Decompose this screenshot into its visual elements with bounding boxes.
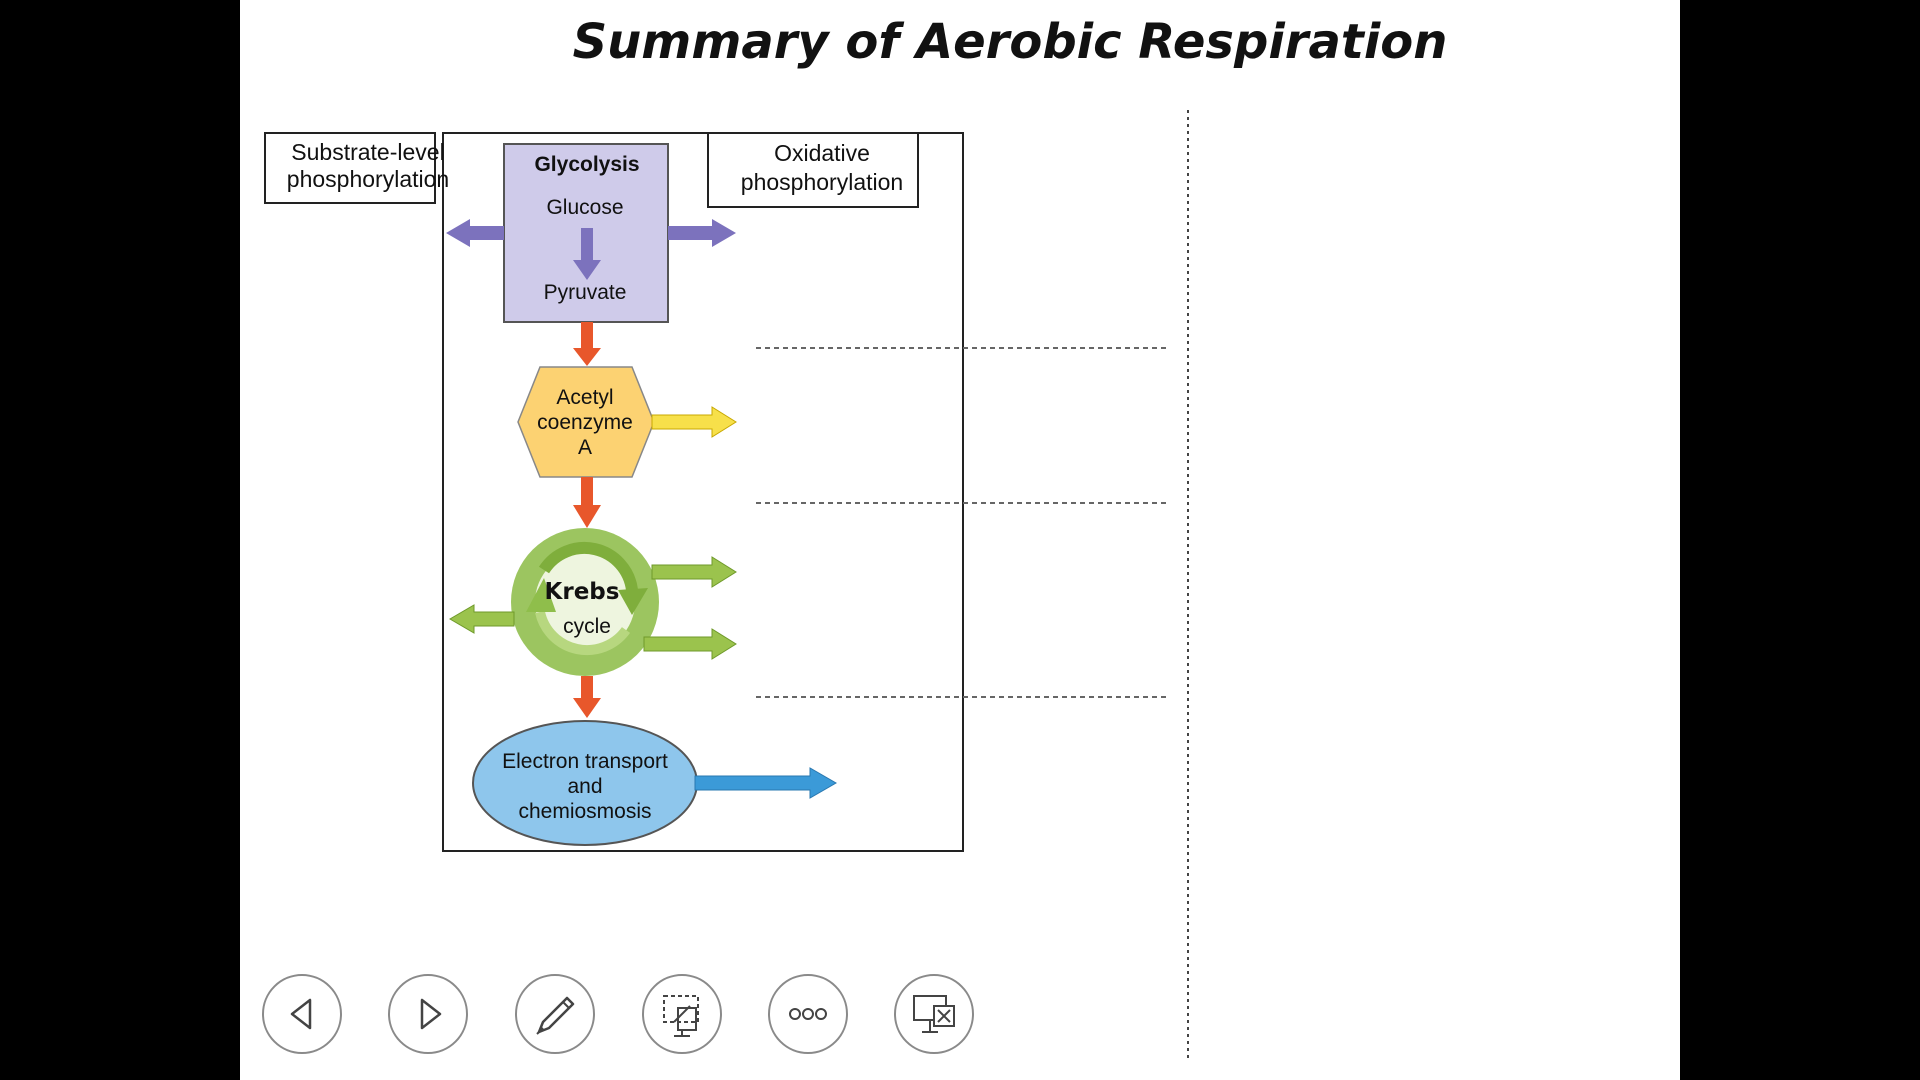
etc-line3: chemiosmosis (518, 800, 651, 823)
more-icon (789, 1008, 827, 1020)
glycolysis-title: Glycolysis (534, 153, 639, 176)
slide-title: Summary of Aerobic Respiration (572, 14, 1448, 70)
krebs-cycle-arrow-bottom (535, 610, 631, 656)
oxidative-label-line2: phosphorylation (741, 169, 903, 195)
pen-icon (536, 996, 575, 1035)
slide: Summary of Aerobic Respiration Substrate… (240, 0, 1680, 1080)
diagram-frame (442, 132, 964, 852)
etc-right-arrow (694, 767, 838, 799)
see-all-slides-button[interactable] (642, 974, 722, 1054)
oxidative-box (707, 132, 919, 208)
oxidative-label-line1: Oxidative (774, 140, 870, 166)
glucose-label: Glucose (546, 196, 623, 219)
substrate-level-box (264, 132, 436, 204)
glycolysis-to-acetyl-arrow (573, 322, 601, 366)
acetyl-right-arrow (651, 406, 737, 438)
slides-icon (663, 995, 699, 1037)
krebs-left-arrow (449, 604, 515, 634)
end-show-icon (913, 995, 955, 1033)
krebs-cycle-arrowhead-right (618, 588, 648, 615)
glucose-to-pyruvate-arrow (573, 228, 601, 280)
substrate-label-line1: Substrate-level (291, 139, 444, 165)
pen-button[interactable] (515, 974, 595, 1054)
krebs-to-etc-arrow (573, 676, 601, 718)
triangle-right-icon (420, 998, 442, 1030)
krebs-cycle-arrow-top (538, 542, 638, 591)
acetyl-coa-hexagon (517, 366, 655, 478)
krebs-line1: Krebs (545, 579, 620, 605)
aerobic-respiration-diagram: Substrate-level phosphorylation Oxidativ… (264, 110, 1189, 1060)
more-options-button[interactable] (768, 974, 848, 1054)
pyruvate-label: Pyruvate (544, 281, 627, 304)
acetyl-line3: A (578, 436, 592, 459)
glycolysis-right-arrow (668, 219, 736, 247)
previous-slide-button[interactable] (262, 974, 342, 1054)
glycolysis-left-arrow (446, 219, 504, 247)
krebs-right-arrow-bottom (643, 628, 737, 660)
acetyl-to-krebs-arrow (573, 477, 601, 528)
krebs-center (535, 552, 635, 652)
end-show-button[interactable] (894, 974, 974, 1054)
krebs-line2: cycle (563, 615, 611, 638)
etc-line2: and (567, 775, 602, 798)
substrate-label-line2: phosphorylation (287, 166, 449, 192)
next-slide-button[interactable] (388, 974, 468, 1054)
krebs-right-arrow-top (651, 556, 737, 588)
krebs-cycle-arrowhead-left (526, 578, 556, 612)
etc-line1: Electron transport (502, 750, 668, 773)
triangle-left-icon (290, 998, 312, 1030)
acetyl-line2: coenzyme (537, 411, 633, 434)
acetyl-line1: Acetyl (556, 386, 613, 409)
